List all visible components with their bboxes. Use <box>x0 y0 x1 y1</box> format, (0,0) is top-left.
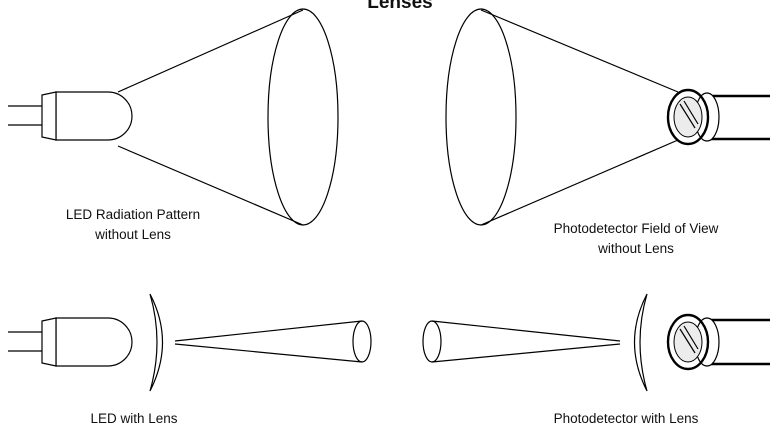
led-no-lens-caption-line1: LED Radiation Pattern <box>66 207 200 222</box>
lens-icon <box>149 293 163 392</box>
led-with-lens-panel: LED with Lens <box>8 293 372 426</box>
photodetector-icon <box>666 88 770 146</box>
led-body-icon <box>41 91 133 141</box>
beam-end-ellipse <box>352 320 372 363</box>
detector-with-lens-panel: Photodetector with Lens <box>422 293 770 426</box>
narrow-field-of-view <box>422 320 621 363</box>
radiation-pattern-ellipse <box>267 8 339 226</box>
led-no-lens-caption-line2: without Lens <box>94 227 171 242</box>
collimated-beam <box>174 320 372 363</box>
detector-with-lens-caption: Photodetector with Lens <box>554 411 699 426</box>
diagram-title: Lenses <box>367 0 432 13</box>
led-with-lens-caption: LED with Lens <box>90 411 177 426</box>
led-radiation-cone <box>117 8 339 226</box>
photodetector-icon <box>666 313 770 371</box>
detector-no-lens-panel: Photodetector Field of View without Lens <box>445 8 770 256</box>
detector-no-lens-caption-line1: Photodetector Field of View <box>554 221 719 236</box>
led-body-icon <box>41 317 133 367</box>
detector-no-lens-caption-line2: without Lens <box>597 241 674 256</box>
led-no-lens-panel: LED Radiation Pattern without Lens <box>8 8 339 242</box>
fov-end-ellipse <box>422 320 442 363</box>
lens-icon <box>634 293 648 392</box>
field-of-view-ellipse <box>445 8 517 226</box>
detector-field-of-view-cone <box>445 8 679 226</box>
